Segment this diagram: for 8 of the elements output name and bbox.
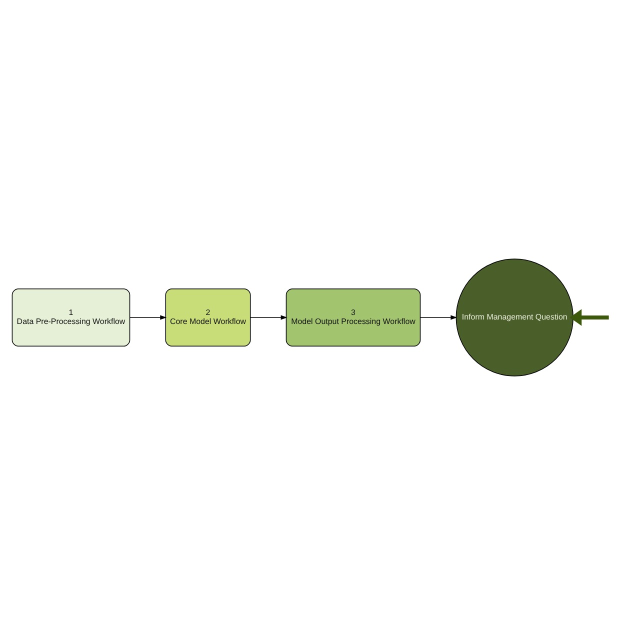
- arrow: [420, 314, 458, 320]
- arrow: [570, 308, 609, 326]
- arrow: [130, 314, 167, 320]
- node-box: 2 Core Model Workflow: [165, 288, 251, 346]
- node-circle: Inform Management Question: [456, 258, 574, 376]
- node-box: 3 Model Output Processing Workflow: [286, 288, 421, 346]
- arrow: [250, 314, 288, 320]
- node-box: 1 Data Pre-Processing Workflow: [12, 288, 130, 346]
